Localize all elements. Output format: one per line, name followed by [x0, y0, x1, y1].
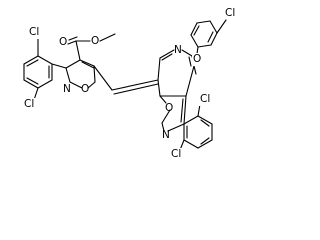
isoxazole-ring-right: [159, 95, 187, 132]
atom-n-isoxazole-right: N: [162, 129, 170, 141]
atom-n-isoxazole-left: N: [63, 83, 71, 95]
atom-cl-right-top: Cl: [200, 93, 210, 105]
vinyl-linker: [93, 65, 159, 95]
dichlorophenyl-ring-right: [179, 103, 213, 151]
chemical-structure-diagram: Cl Cl O O N O N O Cl Cl O N Cl: [23, 7, 235, 161]
atom-o-isoxazole-left: O: [81, 83, 89, 95]
pyridine-ring: [157, 49, 195, 97]
atom-labels: Cl Cl O O N O N O Cl Cl O N Cl: [24, 7, 235, 161]
atom-n-pyridine: N: [174, 44, 182, 56]
atom-o-ester-methoxy: O: [91, 35, 99, 47]
atom-o-ester-carbonyl: O: [59, 36, 67, 48]
atom-cl-top-left: Cl: [29, 26, 39, 38]
atom-cl-ether-ring: Cl: [225, 7, 235, 19]
methyl-ester-group: [67, 33, 116, 61]
atom-cl-low-left: Cl: [24, 98, 34, 110]
atom-cl-right-low: Cl: [171, 148, 181, 160]
isoxazole-ring-left: [51, 59, 96, 89]
atom-o-isoxazole-right: O: [165, 102, 173, 114]
dichlorophenyl-ring-left: [23, 36, 53, 101]
atom-o-ether: O: [193, 53, 201, 65]
